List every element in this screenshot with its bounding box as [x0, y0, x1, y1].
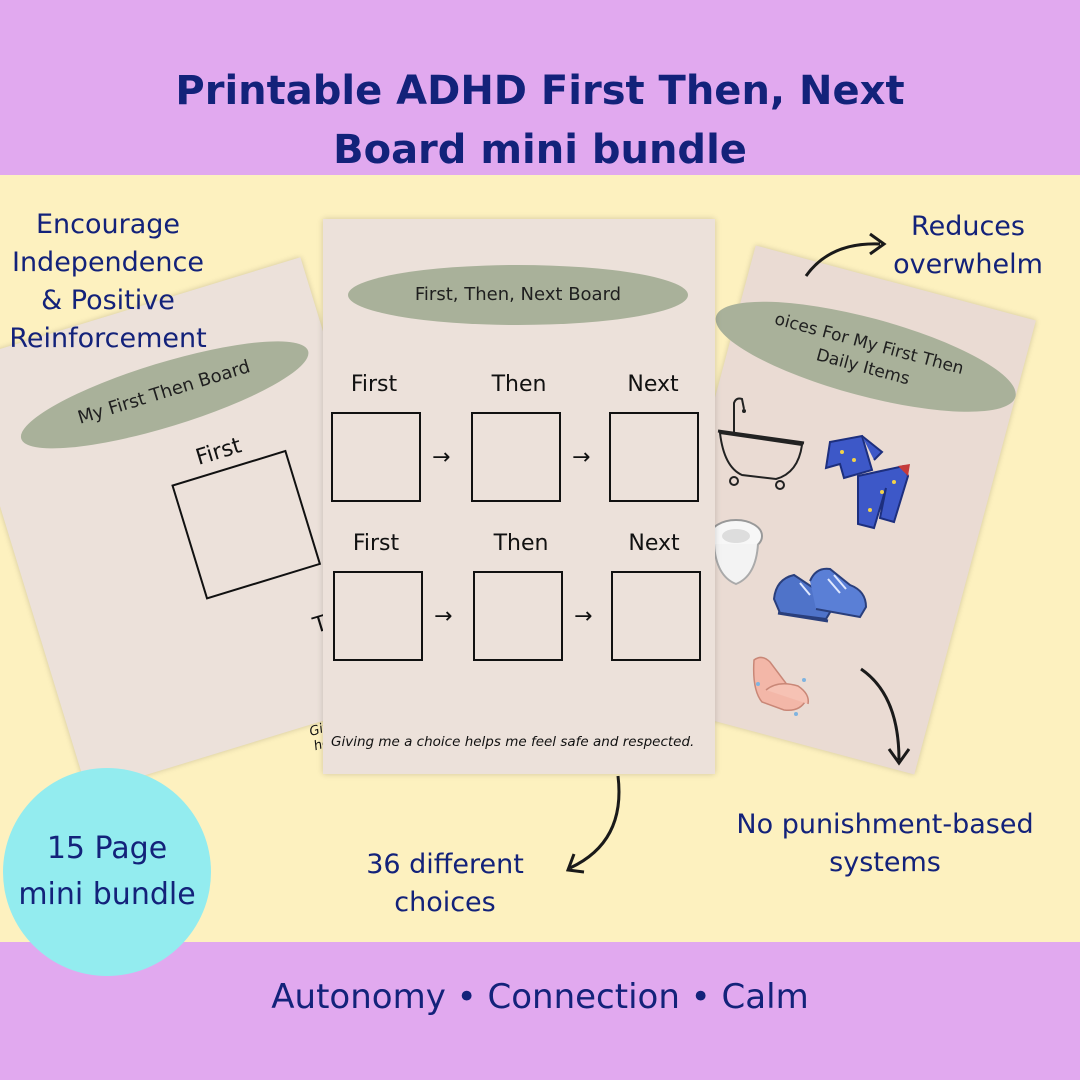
callout-independence: Encourage Independence & Positive Reinfo…: [0, 206, 216, 358]
shoes-icon: [772, 567, 868, 623]
row1-arrow-2: →: [572, 445, 591, 470]
row2-label-then: Then: [493, 531, 549, 556]
pajamas-icon: [824, 434, 910, 530]
worksheet-page-first-then-next: First, Then, Next Board First Then Next …: [323, 219, 715, 774]
callout-line: 36 different: [366, 849, 524, 880]
row2-label-first: First: [352, 531, 400, 556]
title-line-2: Board mini bundle: [333, 127, 747, 173]
row2-next-box: [611, 571, 701, 661]
callout-line: Reinforcement: [9, 323, 207, 354]
worksheet-title: First, Then, Next Board: [414, 284, 622, 305]
footer-tagline: Autonomy • Connection • Calm: [271, 977, 809, 1017]
page-count-badge: [3, 768, 211, 976]
bathtub-icon: [717, 397, 805, 490]
callout-no-punishment: No punishment-based systems: [710, 806, 1060, 882]
worksheet-caption: Giving me a choice helps me feel safe an…: [331, 734, 695, 750]
callout-reduces-overwhelm: Reduces overwhelm: [880, 208, 1056, 284]
title-line-1: Printable ADHD First Then, Next: [175, 68, 905, 114]
row2-first-box: [333, 571, 423, 661]
row1-label-then: Then: [491, 372, 547, 397]
callout-line: Independence: [11, 247, 204, 278]
row1-label-next: Next: [627, 372, 679, 397]
title-blob: First, Then, Next Board: [348, 265, 688, 325]
page-title: Printable ADHD First Then, Next Board mi…: [90, 62, 990, 180]
footer-band: [0, 942, 1080, 1080]
callout-line: No punishment-based: [736, 809, 1034, 840]
callout-choices: 36 different choices: [345, 846, 545, 922]
row2-arrow-1: →: [434, 604, 453, 629]
row2-label-next: Next: [628, 531, 680, 556]
callout-line: & Positive: [41, 285, 175, 316]
handwashing-icon: [752, 656, 810, 716]
badge-line-2: mini bundle: [18, 877, 196, 912]
arrow-to-choices: [565, 775, 621, 874]
row1-next-box: [609, 412, 699, 502]
row1-arrow-1: →: [432, 445, 451, 470]
row1-then-box: [471, 412, 561, 502]
row2-arrow-2: →: [574, 604, 593, 629]
row1-label-first: First: [350, 372, 398, 397]
header-band: [0, 0, 1080, 175]
callout-line: choices: [394, 887, 496, 918]
arrow-to-reduces-overwhelm: [804, 232, 887, 277]
callout-line: overwhelm: [893, 249, 1043, 280]
toilet-icon: [709, 519, 763, 586]
page-count-badge-text: 15 Page mini bundle: [3, 826, 211, 918]
badge-line-1: 15 Page: [46, 831, 168, 866]
row1-first-box: [331, 412, 421, 502]
arrow-to-no-punishment: [860, 667, 911, 766]
row2-then-box: [473, 571, 563, 661]
callout-line: Encourage: [35, 209, 181, 240]
callout-line: Reduces: [911, 211, 1025, 242]
callout-line: systems: [829, 847, 941, 878]
